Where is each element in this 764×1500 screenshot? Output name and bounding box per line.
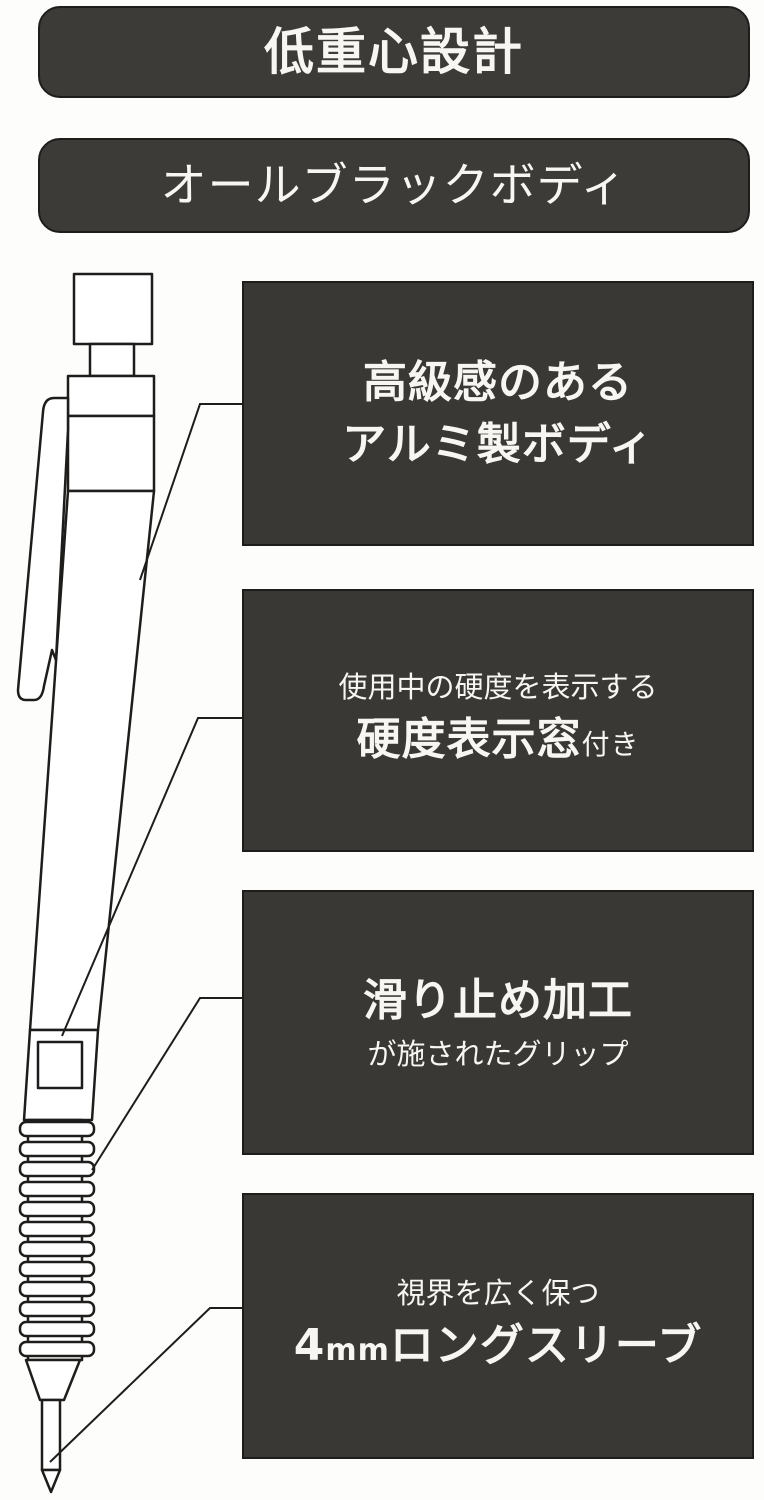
feature-aluminum-line1: 高級感のある [363,356,633,408]
feature-sleeve-unit: mm [325,1332,390,1368]
pencil-clip-band [66,414,156,493]
feature-sleeve-line2: 4mmロングスリーブ [294,1315,703,1382]
feature-aluminum-line2: アルミ製ボディ [342,418,654,470]
feature-aluminum-body: 高級感のある アルミ製ボディ [242,281,754,546]
feature-sleeve-rest: ロングスリーブ [389,1319,703,1371]
header-low-center-of-gravity: 低重心設計 [38,6,750,98]
feature-sleeve-number: 4 [293,1319,326,1371]
feature-hardness-line2-suffix: 付き [581,728,640,761]
feature-hardness-line2: 硬度表示窓付き [356,709,639,776]
feature-long-sleeve: 視界を広く保つ 4mmロングスリーブ [242,1193,754,1459]
feature-grip-line1: 滑り止め加工 [363,974,633,1026]
pencil-sleeve [40,1398,62,1472]
pencil-knock-neck [88,342,136,378]
feature-hardness-window: 使用中の硬度を表示する 硬度表示窓付き [242,589,754,852]
pencil-tip [40,1468,62,1494]
pencil-cone [24,1358,82,1402]
pencil-upper-cap [66,374,156,418]
pencil-eraser-cap [72,272,154,346]
feature-grip-line2: が施されたグリップ [367,1036,629,1071]
pencil-clip [16,396,70,702]
feature-hardness-line1: 使用中の硬度を表示する [338,670,658,704]
header-all-black-body: オールブラックボディ [38,138,750,233]
feature-grip: 滑り止め加工 が施されたグリップ [242,890,754,1155]
leader-line-aluminum [139,403,242,581]
leader-line-grip [91,997,242,1171]
pencil-grip-core [26,1118,84,1362]
leader-line-hardness [61,717,242,1037]
leader-line-sleeve [49,1307,242,1463]
feature-sleeve-line1: 視界を広く保つ [396,1275,600,1310]
header-all-black-body-text: オールブラックボディ [160,158,628,212]
header-low-center-of-gravity-text: 低重心設計 [264,23,524,81]
pencil-hardness-window [36,1040,84,1090]
feature-hardness-line2-main: 硬度表示窓 [356,714,582,765]
